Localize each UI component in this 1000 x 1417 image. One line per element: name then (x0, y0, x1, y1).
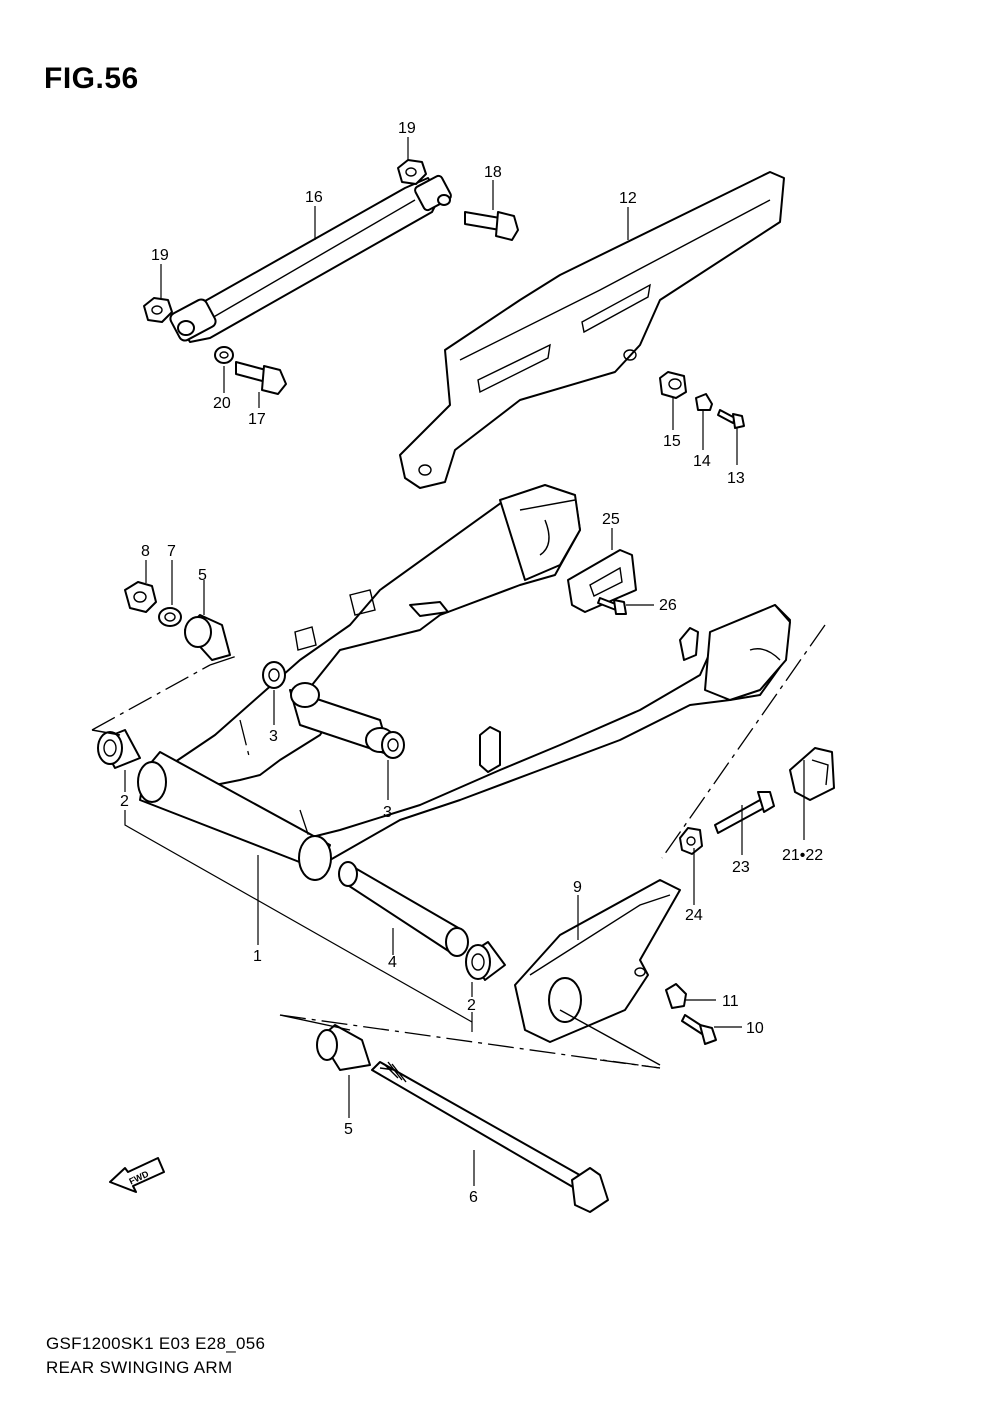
callout-10: 10 (746, 1020, 764, 1037)
callout-11: 11 (722, 993, 739, 1010)
callout-16: 16 (305, 189, 323, 206)
nut-8 (124, 581, 157, 613)
grommet-15 (659, 371, 687, 399)
callout-1: 1 (253, 948, 262, 965)
clip-21-22 (789, 747, 835, 801)
guide-lines (91, 624, 826, 1069)
callout-2-right: 2 (467, 997, 476, 1014)
callout-14: 14 (693, 453, 711, 470)
bolt-23 (714, 791, 775, 834)
bolt-17 (235, 361, 287, 395)
nut-19-left (143, 297, 173, 323)
callout-18: 18 (484, 164, 502, 181)
callout-25: 25 (602, 511, 620, 528)
callout-7: 7 (167, 543, 176, 560)
bolt-10 (681, 1014, 717, 1045)
washer-20 (214, 346, 234, 364)
swing-arm (137, 484, 791, 881)
chain-case (399, 171, 785, 489)
washer-7 (158, 607, 182, 627)
callout-labels: 19 18 16 12 19 20 17 15 14 13 25 8 7 5 2… (120, 120, 823, 1206)
callout-3-lower: 3 (383, 804, 392, 821)
collar-5-bottom (316, 1024, 371, 1071)
fwd-arrow-icon: FWD (109, 1157, 165, 1193)
callout-21-22: 21•22 (782, 847, 823, 864)
screw-26 (597, 597, 627, 615)
chain-buffer-9 (514, 879, 681, 1043)
callout-12: 12 (619, 190, 637, 207)
callout-6: 6 (469, 1189, 478, 1206)
callout-20: 20 (213, 395, 231, 412)
callout-19-top: 19 (398, 120, 416, 137)
bearing-2-right (465, 941, 506, 981)
bearing-2-left (97, 729, 141, 769)
callout-2-left: 2 (120, 793, 129, 810)
spacer-4 (338, 861, 469, 957)
diagram-name: REAR SWINGING ARM (46, 1358, 233, 1377)
leader-lines (124, 137, 805, 1186)
callout-26: 26 (659, 597, 677, 614)
callout-5-top: 5 (198, 567, 207, 584)
bearing-3-upper (262, 661, 286, 689)
collar-5-top (184, 614, 231, 661)
nut-24 (679, 827, 703, 855)
callout-24: 24 (685, 907, 703, 924)
callout-17: 17 (248, 411, 266, 428)
callout-19-left: 19 (151, 247, 169, 264)
callout-9: 9 (573, 879, 582, 896)
callout-15: 15 (663, 433, 681, 450)
torque-link (169, 174, 452, 343)
callout-13: 13 (727, 470, 745, 487)
plate-25 (567, 549, 637, 613)
callout-23: 23 (732, 859, 750, 876)
callout-5-bottom: 5 (344, 1121, 353, 1138)
callout-3-upper: 3 (269, 728, 278, 745)
screw-13 (717, 409, 745, 429)
bearing-3-lower (381, 731, 405, 759)
figure-title: FIG.56 (44, 62, 139, 95)
bolt-18 (464, 211, 519, 241)
diagram-code: GSF1200SK1 E03 E28_056 (46, 1334, 266, 1353)
pivot-shaft-6 (371, 1061, 609, 1213)
callout-4: 4 (388, 954, 397, 971)
collar-11 (665, 983, 687, 1009)
callout-8: 8 (141, 543, 150, 560)
nut-19-top (397, 159, 427, 185)
collar-14 (695, 393, 713, 411)
